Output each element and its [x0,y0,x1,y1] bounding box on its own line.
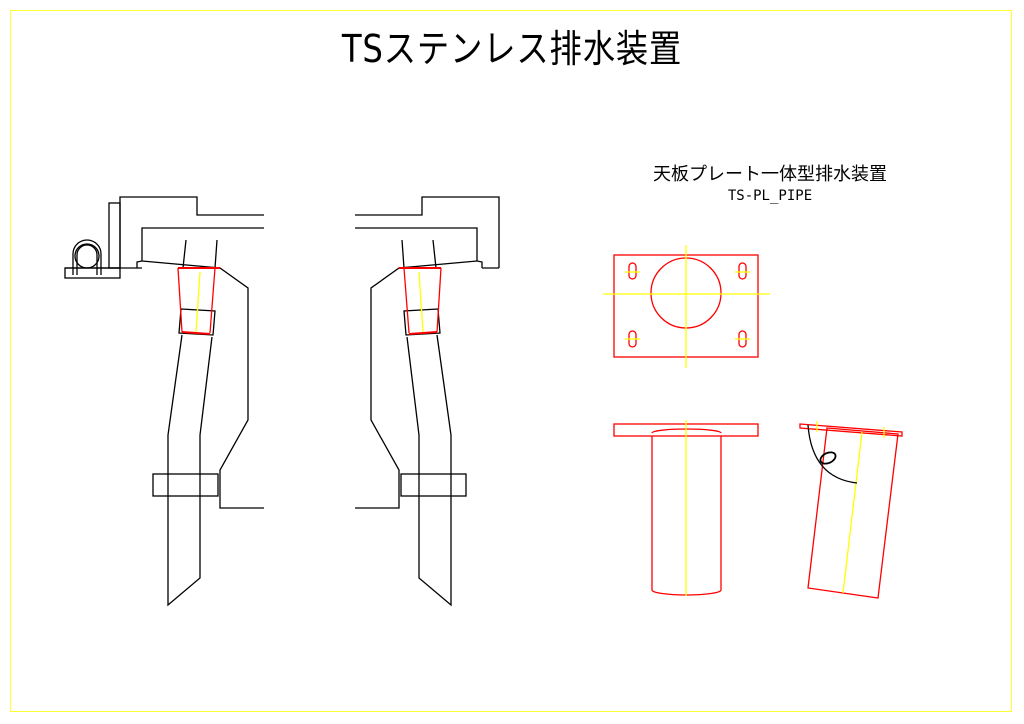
pipe-side-view [613,420,759,596]
plate-top-view [603,245,770,368]
right-assembly-view [354,196,500,606]
pipe-clamp [64,202,142,279]
pipe-tilted-view [799,421,903,599]
detail-heading: 天板プレート一体型排水装置 [653,164,887,185]
detail-model: TS-PL_PIPE [727,188,813,204]
drawing-title: TSステンレス排水装置 [341,27,683,71]
left-assembly-view [64,196,265,606]
drawing-frame [10,10,1012,712]
